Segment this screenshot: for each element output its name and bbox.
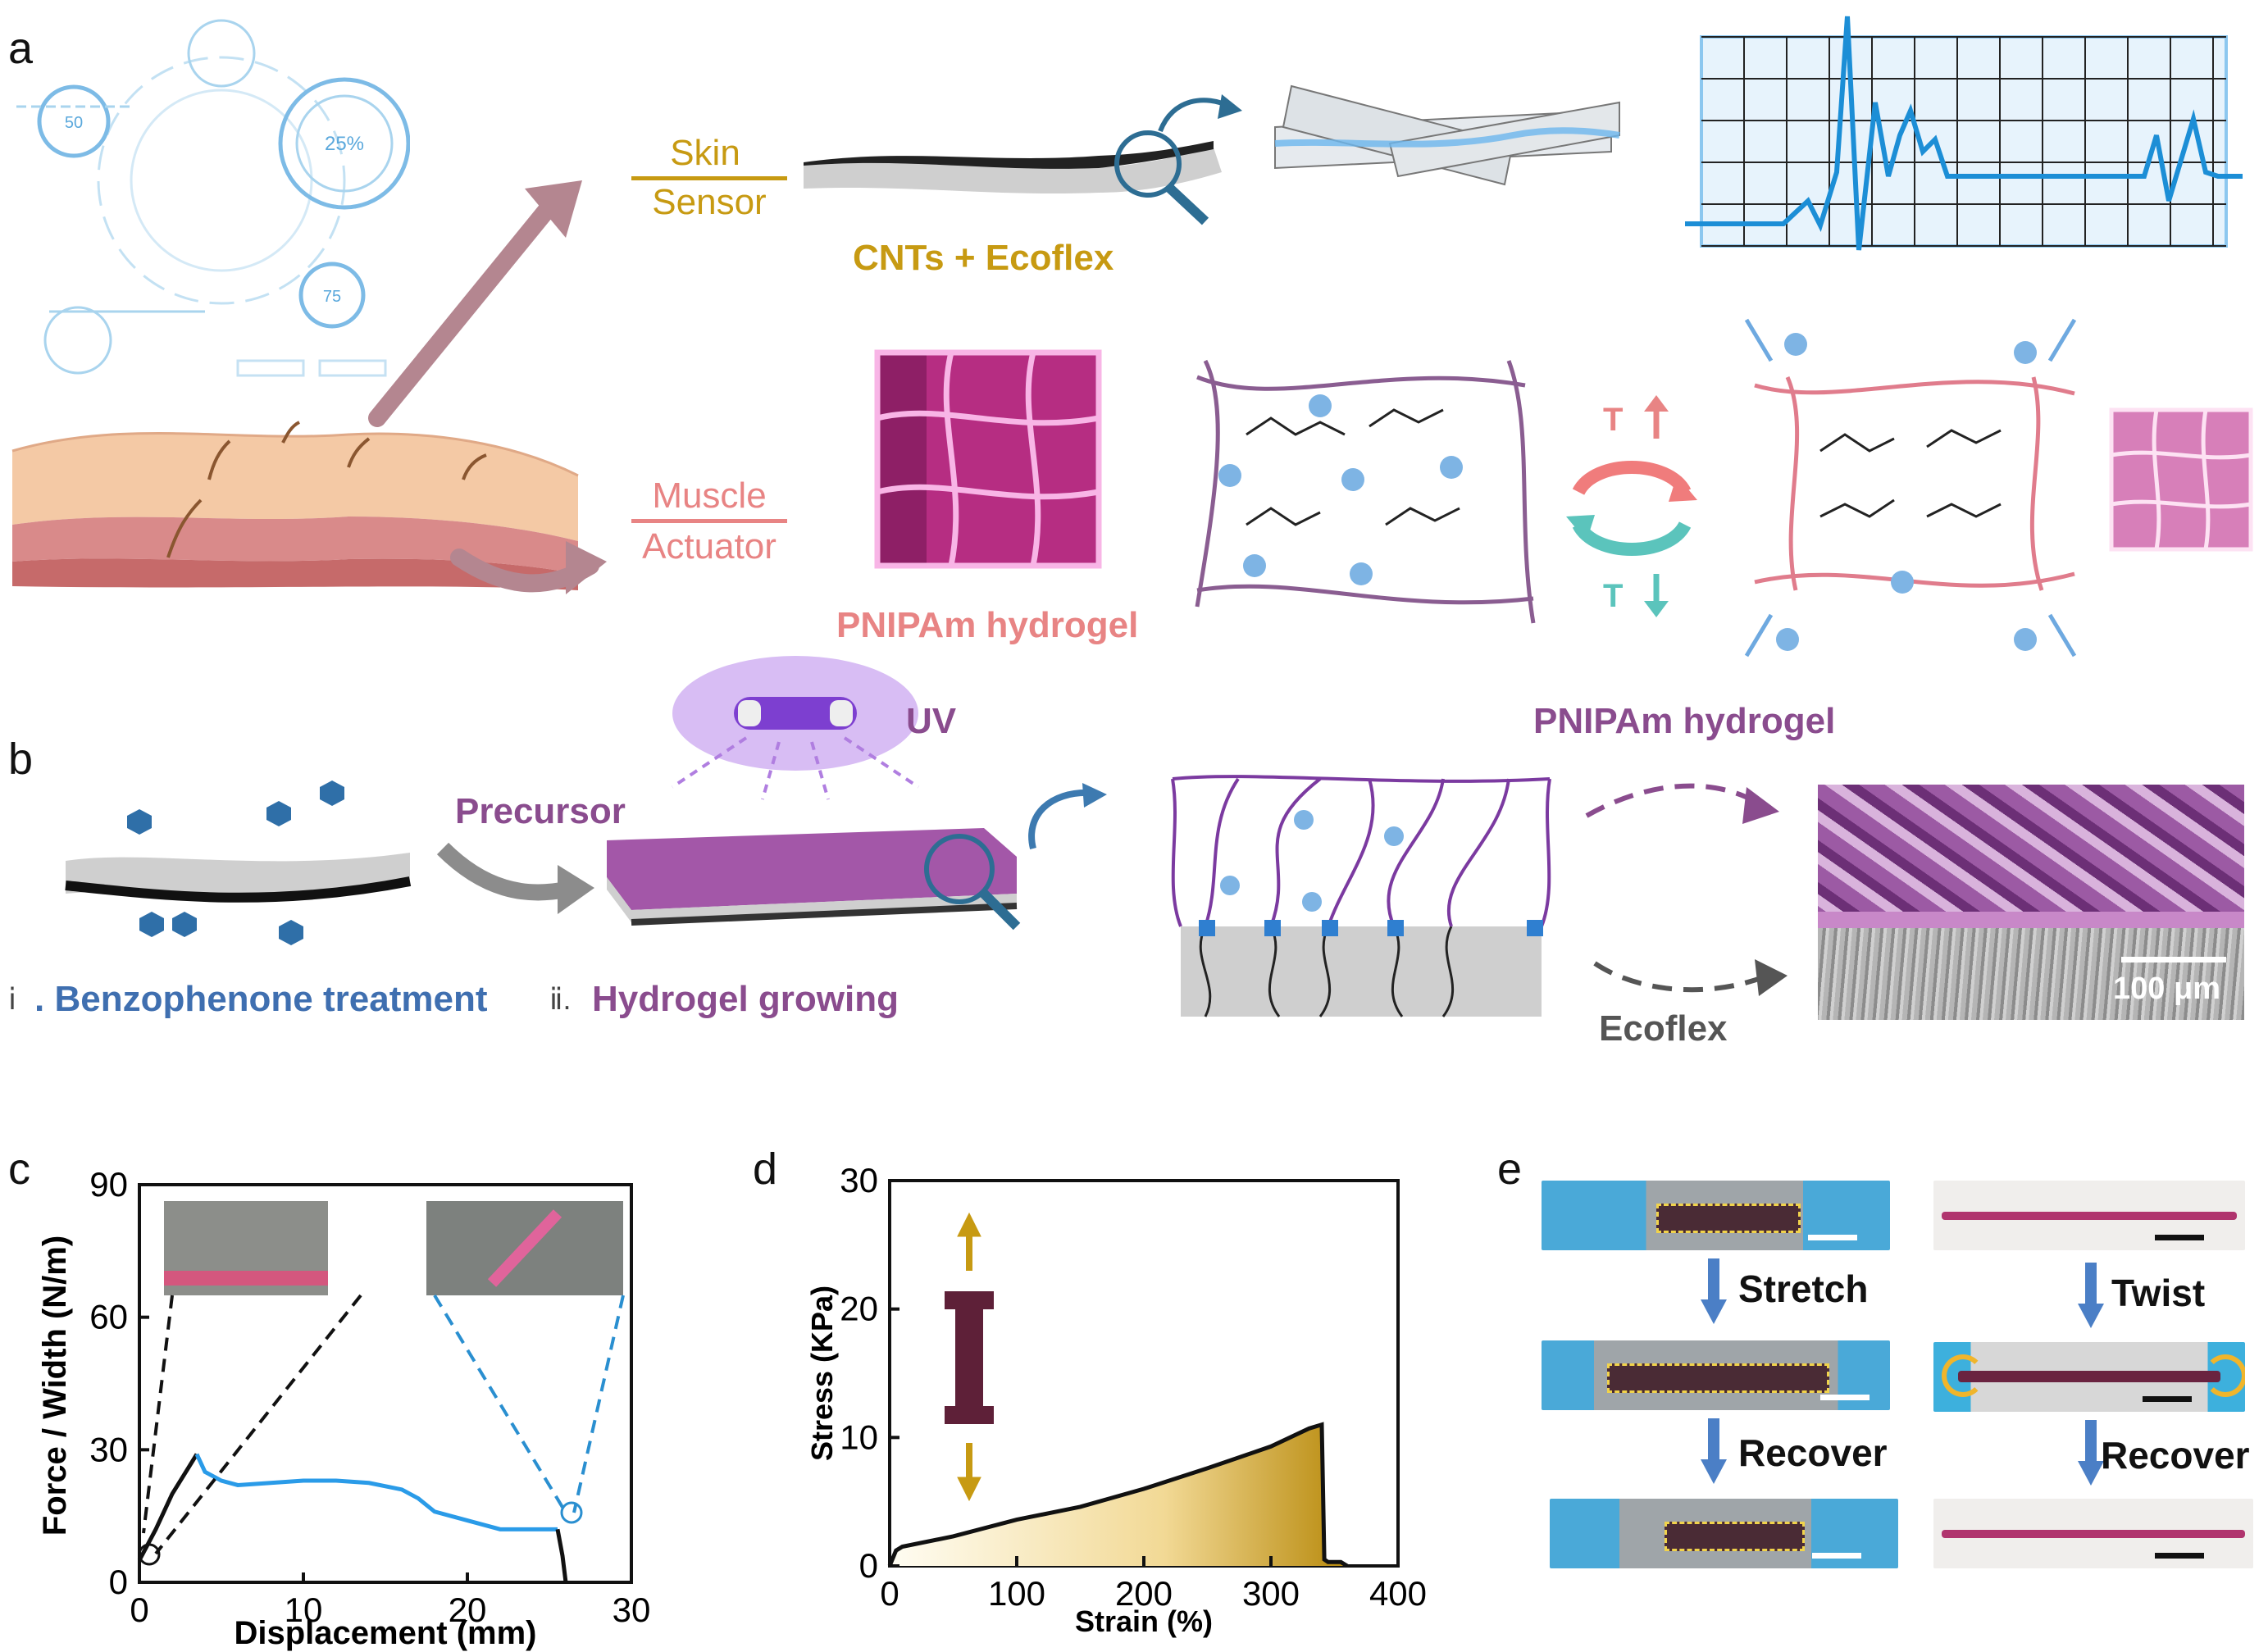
peel-end-marker: [560, 1501, 583, 1524]
stretch-photo-recovered: [1550, 1499, 1898, 1568]
step2-number: ⅱ.: [549, 982, 572, 1016]
step1-number: ⅰ: [8, 982, 17, 1016]
panel-label-b: b: [8, 735, 34, 784]
temperature-down-label: T: [1603, 578, 1624, 614]
x-tick-label: 10: [285, 1591, 323, 1629]
recover-arrow-right: [2078, 1420, 2104, 1486]
skin-sensor-divider: [631, 176, 787, 180]
hydrogel-growing-illustration: [607, 828, 1021, 931]
cnts-ecoflex-label: CNTs + Ecoflex: [853, 238, 1114, 278]
y-tick-label: 10: [840, 1418, 878, 1456]
temperature-up-label: T: [1603, 402, 1624, 438]
twist-arrow: [2078, 1263, 2104, 1328]
recover-arrow-left: [1701, 1418, 1727, 1484]
precursor-label: Precursor: [455, 791, 626, 831]
twist-label: Twist: [2111, 1272, 2206, 1314]
temperature-down-arrow: [1644, 574, 1669, 617]
x-tick-label: 30: [613, 1591, 651, 1629]
sem-pointer-arrows: [1585, 783, 1788, 996]
series-line-0: [887, 1422, 1349, 1568]
skin-label: Skin: [670, 133, 740, 173]
stretch-label: Stretch: [1738, 1267, 1869, 1310]
chart-c-frame: [138, 1183, 633, 1584]
skin-tissue-illustration: [11, 421, 579, 590]
x-tick-label: 20: [449, 1591, 487, 1629]
dogbone-specimen: [945, 1291, 994, 1424]
stretch-photo-initial: [1542, 1181, 1890, 1250]
uv-label: UV: [906, 701, 957, 741]
cnt-tubes-illustration: [1274, 84, 1620, 186]
reversible-cycle-arrows: [1566, 461, 1697, 556]
peel-start-marker: [138, 1543, 161, 1566]
sem-image: 100 μm: [1818, 785, 2244, 1020]
stretch-direction-arrow: [957, 1212, 981, 1502]
chart-d-ylabel: Stress (KPa): [805, 1286, 839, 1461]
peel-photo-2-sample: [487, 1209, 562, 1287]
panel-label-a: a: [8, 24, 34, 73]
twist-photo-twisted: [1933, 1342, 2245, 1412]
chart-c-ylabel: Force / Width (N/m): [37, 1236, 73, 1536]
x-tick-label: 300: [1242, 1574, 1300, 1613]
series-line-1: [194, 1453, 558, 1531]
peel-photo-1-sample: [164, 1271, 328, 1286]
panel-label-e: e: [1497, 1145, 1523, 1194]
x-tick-label: 400: [1369, 1574, 1427, 1613]
sem-scale-label: 100 μm: [2113, 972, 2220, 1006]
hud-value-1: 50: [65, 114, 83, 132]
branch-arrows: [368, 180, 607, 594]
hydrogel-cube: [874, 349, 1102, 569]
panel-label-c: c: [8, 1145, 30, 1194]
panel-label-d: d: [753, 1145, 778, 1194]
hud-illustration: 50 25% 75: [16, 19, 410, 377]
step1-label: . Benzophenone treatment: [34, 979, 488, 1019]
recover-label-left: Recover: [1738, 1431, 1888, 1474]
recover-label-right: Recover: [2101, 1434, 2250, 1477]
ecoflex-label: Ecoflex: [1599, 1008, 1728, 1049]
benzophenone-film-illustration: [65, 780, 412, 945]
y-tick-label: 30: [840, 1164, 878, 1199]
chart-c: 0 10 20 30 0 30 60 90 Displacement (mm) Force /…: [37, 1165, 651, 1651]
twist-photo-initial: [1933, 1181, 2245, 1250]
hud-value-2: 25%: [325, 133, 364, 155]
zoom-lines-blue: [433, 1294, 625, 1514]
x-tick-label: 0: [880, 1574, 899, 1613]
stretch-arrow: [1701, 1258, 1727, 1324]
step2-label: Hydrogel growing: [592, 979, 899, 1019]
interface-cross-section-diagram: [1171, 775, 1551, 1017]
process-arrow: [436, 842, 594, 914]
y-tick-label: 30: [89, 1430, 128, 1468]
series-line-0: [137, 1453, 199, 1562]
y-tick-label: 90: [89, 1165, 128, 1204]
y-tick-label: 60: [89, 1298, 128, 1336]
muscle-actuator-divider: [631, 519, 787, 523]
shrunk-hydrogel-cube: [2109, 407, 2253, 552]
pnipam-hydrogel-label-a: PNIPAm hydrogel: [836, 605, 1139, 645]
swollen-network-diagram: [1195, 359, 1536, 624]
chart-d-xlabel: Strain (%): [1075, 1604, 1213, 1638]
y-tick-label: 0: [859, 1546, 878, 1585]
uv-lamp-illustration: [671, 656, 920, 800]
temperature-up-arrow: [1644, 395, 1669, 439]
hud-value-3: 75: [323, 288, 341, 306]
sensor-label: Sensor: [652, 182, 767, 222]
y-tick-label: 20: [840, 1290, 878, 1328]
chart-c-xlabel: Displacement (mm): [235, 1615, 537, 1651]
twist-photo-recovered: [1933, 1499, 2253, 1568]
cnt-ecoflex-film: [804, 94, 1242, 225]
stretch-photo-stretched: [1542, 1340, 1890, 1410]
y-tick-label: 0: [109, 1563, 128, 1601]
pnipam-hydrogel-label-b: PNIPAm hydrogel: [1533, 701, 1836, 741]
chart-d: 0 100 200 300 400 0 10 20 30 Strain (%) Stress (…: [805, 1164, 1427, 1638]
muscle-label: Muscle: [652, 476, 767, 516]
x-tick-label: 200: [1115, 1574, 1173, 1613]
signal-waveform-illustration: [1685, 16, 2243, 251]
zoom-lines-black: [142, 1294, 362, 1555]
series-line-2: [555, 1528, 568, 1583]
x-tick-label: 0: [130, 1591, 148, 1629]
actuator-label: Actuator: [642, 526, 776, 567]
sem-scale-bar: [2121, 957, 2226, 963]
x-tick-label: 100: [988, 1574, 1045, 1613]
collapsed-network-diagram: [1744, 318, 2077, 658]
zoom-arrow-b: [1028, 783, 1107, 849]
